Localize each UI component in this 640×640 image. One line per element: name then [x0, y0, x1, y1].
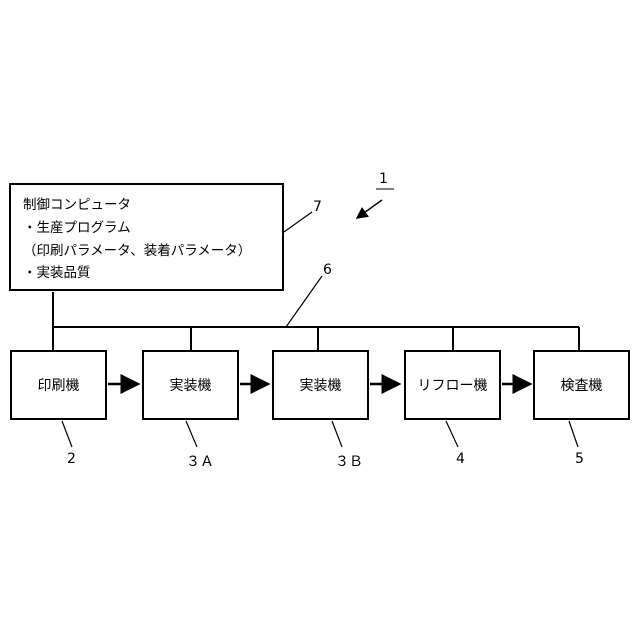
system-pointer-arrow — [357, 200, 382, 218]
network-ref-label: 6 — [323, 262, 332, 278]
machine-box-reflow: リフロー機 — [404, 350, 501, 420]
machine-ref-label: 5 — [575, 451, 584, 467]
machine-label: リフロー機 — [406, 375, 499, 395]
machine-ref-label: 4 — [456, 451, 465, 467]
machine-ref-label: ３Ａ — [186, 451, 214, 471]
machine-box-mounter-b: 実装機 — [272, 350, 369, 420]
controller-item-quality: ・実装品質 — [23, 261, 91, 281]
machine-ref-label: ３Ｂ — [335, 451, 363, 471]
leader-line-2 — [62, 421, 72, 447]
machine-label: 実装機 — [274, 375, 367, 395]
leader-line-4 — [446, 421, 458, 447]
leader-line-6 — [286, 276, 322, 327]
machine-label: 印刷機 — [12, 375, 105, 395]
system-ref-label: 1 — [379, 171, 388, 187]
leader-line-3a — [186, 421, 197, 447]
machine-ref-label: 2 — [67, 451, 76, 467]
machine-box-printer: 印刷機 — [10, 350, 107, 420]
controller-ref-label: 7 — [313, 199, 322, 215]
machine-box-inspection: 検査機 — [533, 350, 630, 420]
controller-title: 制御コンピュータ — [23, 193, 131, 213]
leader-line-7 — [284, 212, 312, 232]
leader-line-5 — [569, 421, 578, 447]
leader-line-3b — [332, 421, 342, 447]
controller-item-parameters: （印刷パラメータ、装着パラメータ） — [23, 239, 251, 259]
controller-item-production-program: ・生産プログラム — [23, 216, 131, 236]
machine-label: 実装機 — [144, 375, 237, 395]
control-computer-box: 制御コンピュータ ・生産プログラム （印刷パラメータ、装着パラメータ） ・実装品… — [9, 183, 284, 291]
machine-box-mounter-a: 実装機 — [142, 350, 239, 420]
machine-label: 検査機 — [535, 375, 628, 395]
